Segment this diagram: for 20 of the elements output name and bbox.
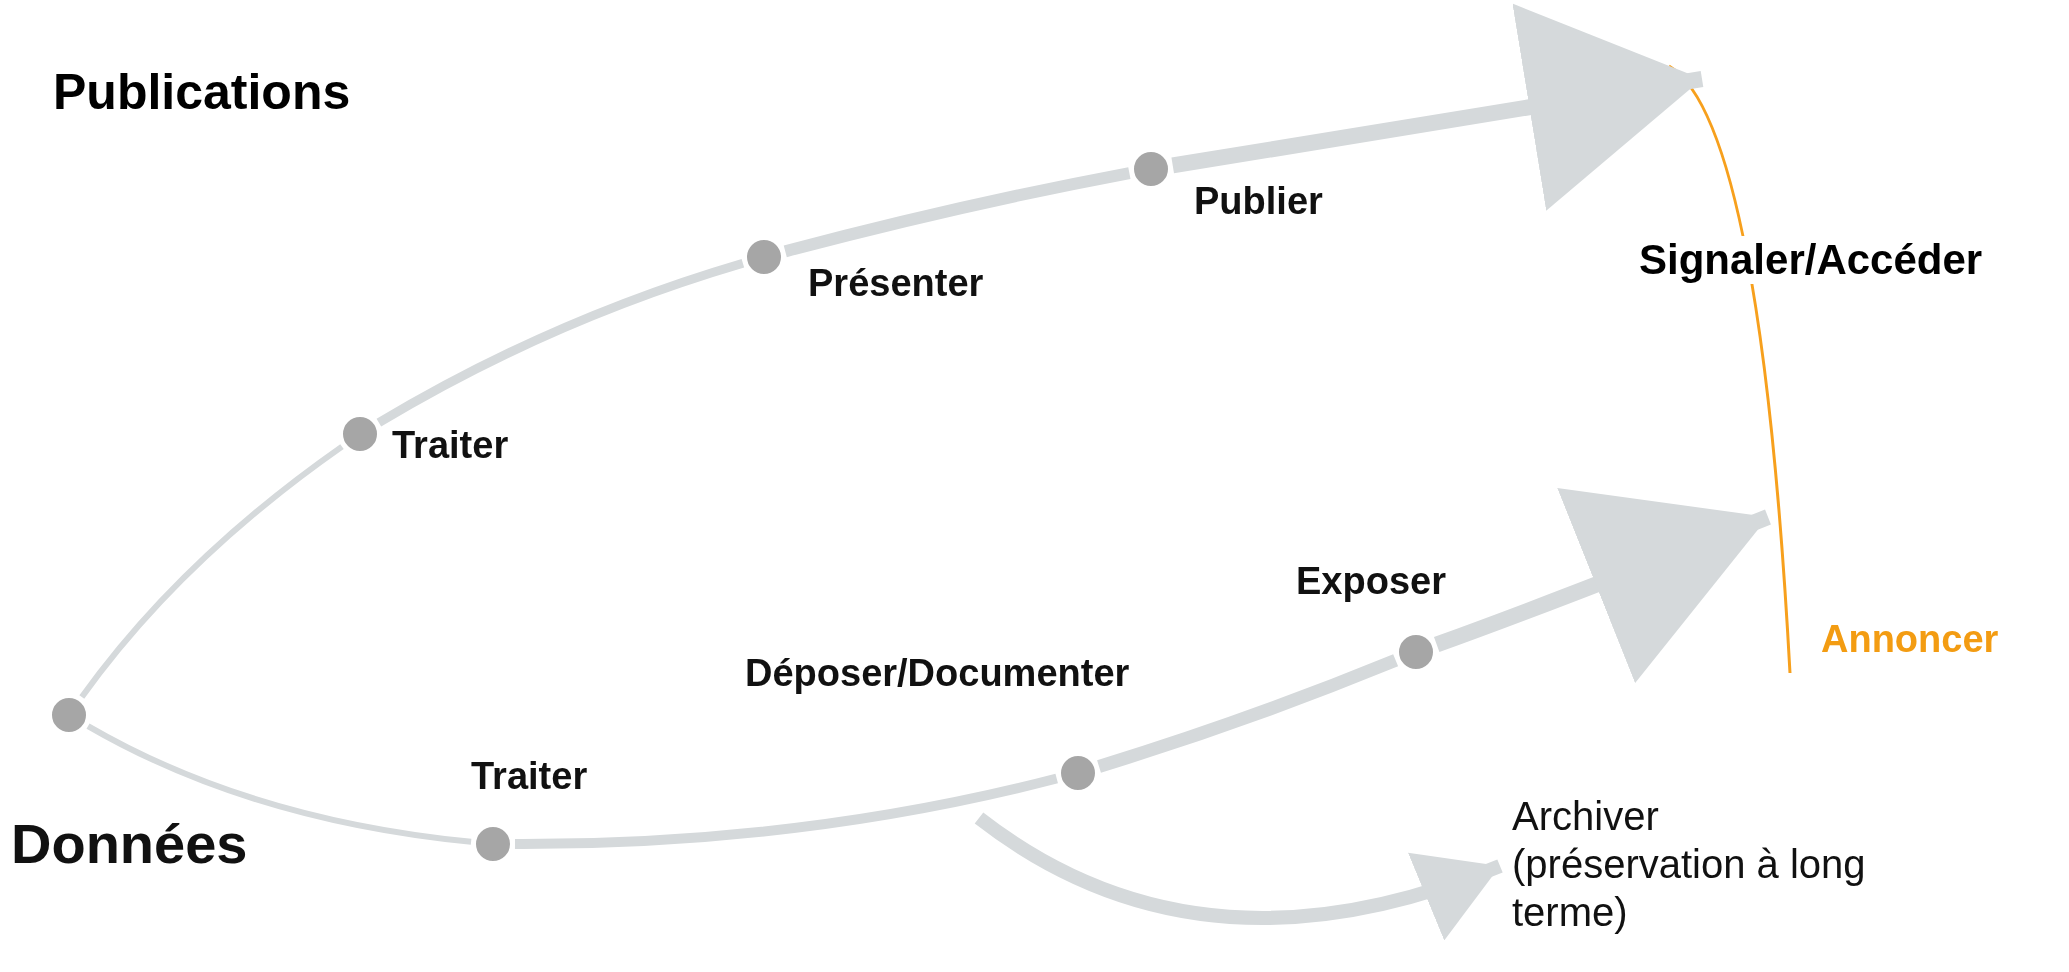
curved-line [514,773,1058,850]
curved-line [79,444,344,699]
annotation-label: Signaler/Accéder [1639,236,1983,285]
heading-text: Publications [53,64,351,122]
step-label: Exposer [1296,560,1446,604]
curved-line [1097,654,1399,773]
step-label: Données [11,812,248,877]
note-text: Archiver (préservation à long terme) [1512,792,1872,936]
curved-arrow [974,812,1503,939]
step-label: Déposer/Documenter [745,652,1130,696]
curved-arrow [1433,487,1771,683]
curved-line [783,167,1131,258]
curved-arrow [1171,3,1704,211]
annotation-label: Annoncer [1821,618,1999,662]
step-label: Traiter [471,755,588,799]
step-label: Traiter [392,424,509,468]
step-label: Présenter [808,262,984,306]
curved-line [376,258,745,427]
curved-line [86,723,472,845]
step-label: Publier [1194,180,1323,224]
